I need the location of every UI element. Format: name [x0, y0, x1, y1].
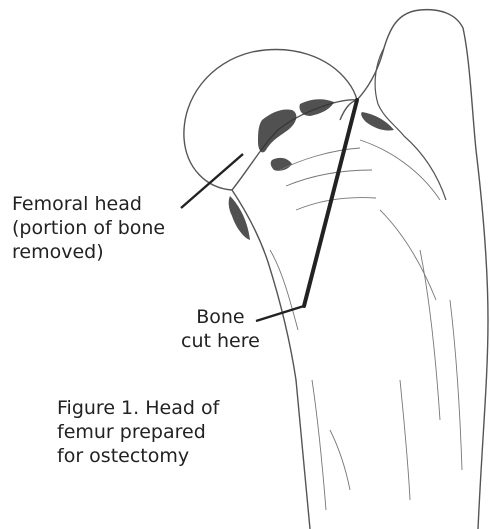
figure-caption-line-3: for ostectomy [57, 444, 219, 468]
bone-cut-leader [256, 306, 304, 321]
bone-cut-line [304, 100, 357, 306]
figure-caption: Figure 1. Head of femur prepared for ost… [57, 396, 219, 468]
bone-cut-label: Bone cut here [181, 305, 260, 353]
femoral-head-label-line-2: (portion of bone [12, 216, 165, 240]
bone-texture [270, 140, 462, 510]
femoral-head-label: Femoral head (portion of bone removed) [12, 192, 165, 264]
femoral-head-label-line-1: Femoral head [12, 192, 165, 216]
femoral-head-label-line-3: removed) [12, 240, 165, 264]
bone-cut-label-line-2: cut here [181, 329, 260, 353]
bone-cut-label-line-1: Bone [181, 305, 260, 329]
figure-caption-line-2: femur prepared [57, 420, 219, 444]
figure-caption-line-1: Figure 1. Head of [57, 396, 219, 420]
